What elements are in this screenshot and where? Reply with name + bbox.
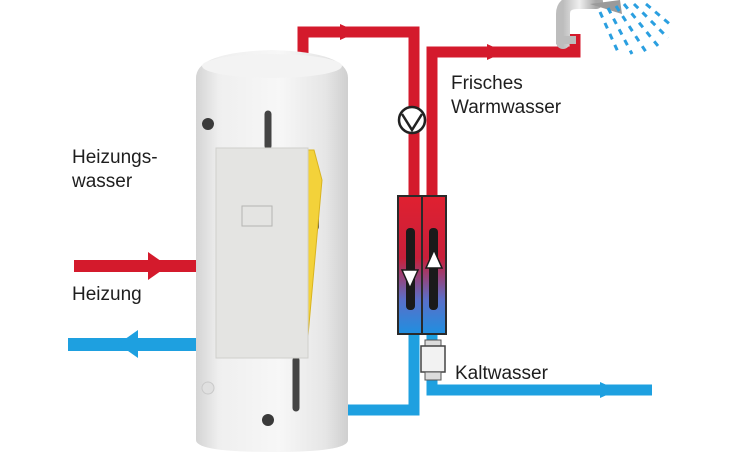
heating-water-label-line1: Heizungs- — [72, 147, 158, 168]
heating-return-pipe — [68, 330, 196, 358]
shower-head-icon — [556, 0, 673, 55]
control-panel — [215, 147, 309, 359]
heating-water-label: Heizungs- wasser — [72, 146, 158, 194]
buffer-tank — [196, 50, 348, 452]
heating-supply-pipe — [74, 252, 196, 280]
cold-return-pipe — [348, 330, 420, 416]
fresh-hot-water-label: Frisches Warmwasser — [451, 72, 561, 120]
flow-arrow-icon — [340, 24, 358, 40]
down-flow-arrow-icon — [400, 269, 420, 290]
up-flow-arrow-icon — [424, 248, 444, 269]
cold-water-label: Kaltwasser — [455, 363, 548, 384]
flow-arrow-icon — [487, 44, 505, 60]
tank-port — [201, 381, 215, 395]
tank-port — [262, 414, 274, 426]
flow-arrow-icon — [118, 330, 138, 358]
circulation-pump-icon — [397, 105, 427, 135]
shower-water-icon — [598, 2, 673, 55]
heating-water-label-line2: wasser — [72, 171, 133, 192]
heating-label: Heizung — [72, 284, 142, 305]
check-valve-icon — [420, 339, 446, 381]
tank-port — [202, 118, 214, 130]
fresh-hot-water-label-line2: Warmwasser — [451, 97, 562, 118]
fresh-hot-water-label-line1: Frisches — [451, 73, 523, 94]
flow-arrow-icon — [148, 252, 168, 280]
heat-exchanger-icon — [397, 195, 447, 335]
